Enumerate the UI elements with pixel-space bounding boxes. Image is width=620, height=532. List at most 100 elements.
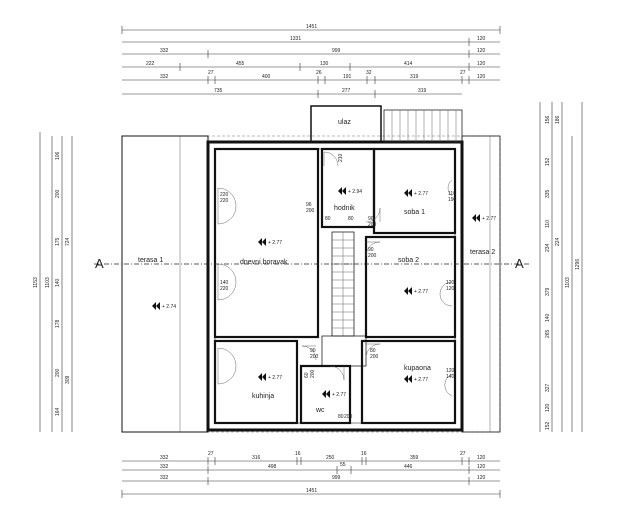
dim-right-2: 152 — [545, 157, 551, 166]
right-dimension-chains: 156 152 335 110 234 379 140 265 327 120 … — [539, 102, 583, 432]
dim-top-r4-a: 222 — [146, 61, 155, 67]
dim-left-5: 178 — [55, 319, 61, 328]
dim-top-total: 1451 — [306, 24, 317, 30]
dim-right-mid-1: 186 — [555, 115, 561, 124]
dim-left-6: 200 — [55, 368, 61, 377]
dim-top-r6-a: 735 — [214, 88, 223, 94]
level-marker-hodnik: + 2.94 — [338, 187, 362, 195]
dim-bot-r3-c: 120 — [477, 475, 486, 481]
room-terasa-2: terasa 2 — [470, 249, 495, 256]
dim-top-r5-g: 319 — [410, 74, 419, 80]
dim-right-3: 335 — [545, 189, 551, 198]
dim-left-4: 140 — [55, 278, 61, 287]
dim-top-r5-a: 332 — [160, 74, 169, 80]
dim-top-r4-e: 120 — [477, 61, 486, 67]
dim-top-r5-e: 191 — [343, 74, 352, 80]
entrance-stairs — [383, 109, 463, 143]
opening-15: 200 — [368, 253, 377, 259]
opening-1: 220 — [220, 192, 229, 198]
svg-text:+ 2.77: + 2.77 — [332, 392, 346, 398]
dim-left-total: 1153 — [33, 277, 39, 288]
dim-bot-r1-f: 16 — [361, 451, 367, 457]
opening-17: 120 — [446, 286, 455, 292]
left-dimension-chains: 1153 1103 106 200 175 140 178 200 164 72… — [33, 132, 73, 432]
dim-bot-total: 1451 — [306, 488, 317, 494]
svg-text:+ 2.77: + 2.77 — [482, 216, 496, 222]
dim-right-7: 140 — [545, 313, 551, 322]
section-mark-right: A — [515, 256, 524, 271]
dim-top-r2-a: 1331 — [290, 36, 301, 42]
level-markers: + 2.77 + 2.94 + 2.77 + 2.77 + 2.74 + 2.7… — [152, 187, 496, 398]
level-marker-dnevni: + 2.77 — [258, 238, 282, 246]
dim-top-r5-c: 400 — [262, 74, 271, 80]
opening-26: 80 — [338, 414, 344, 420]
svg-text:+ 2.77: + 2.77 — [414, 377, 428, 383]
opening-19: 200 — [310, 354, 319, 360]
svg-text:+ 2.77: + 2.77 — [414, 191, 428, 197]
dim-left-mid-1: 724 — [65, 237, 71, 246]
level-marker-soba2: + 2.77 — [404, 287, 428, 295]
dim-right-9: 327 — [545, 383, 551, 392]
opening-13: 190 — [448, 197, 457, 203]
dim-bot-r1-g: 359 — [410, 455, 419, 461]
staircase — [331, 231, 355, 337]
dim-left-3: 175 — [55, 237, 61, 246]
dim-top-r6-c: 319 — [418, 88, 427, 94]
dim-left-outer: 1103 — [45, 277, 51, 288]
dim-top-r5-b: 27 — [208, 70, 214, 76]
dim-right-outer: 1103 — [565, 277, 571, 288]
room-kuhinja: kuhinja — [252, 393, 274, 400]
dim-left-mid-2: 309 — [65, 375, 71, 384]
dim-right-4: 110 — [545, 220, 551, 228]
opening-8: 80 — [325, 216, 331, 222]
dim-top-r4-b: 455 — [236, 61, 245, 67]
room-wc: wc — [315, 407, 325, 414]
room-hodnik: hodnik — [334, 205, 355, 212]
svg-text:+ 2.94: + 2.94 — [348, 189, 362, 195]
svg-text:+ 2.77: + 2.77 — [414, 289, 428, 295]
door-swings — [217, 151, 453, 397]
dim-bot-r1-e: 250 — [326, 455, 335, 461]
level-marker-wc: + 2.77 — [322, 390, 346, 398]
opening-20: 80 — [370, 348, 376, 354]
opening-6: 96 — [306, 202, 312, 208]
dim-bot-r1-d: 16 — [295, 451, 301, 457]
opening-10: 90 — [368, 216, 374, 222]
opening-18: 90 — [310, 348, 316, 354]
level-marker-kupaona: + 2.77 — [404, 375, 428, 383]
building — [94, 105, 530, 433]
dim-bot-r1-b: 27 — [208, 451, 214, 457]
dim-right-8: 265 — [545, 329, 551, 338]
bottom-dimension-chains: 332 27 316 16 250 16 359 27 120 332 498 … — [121, 451, 501, 498]
dim-right-6: 379 — [545, 287, 551, 296]
dim-top-r4-d: 414 — [404, 61, 413, 67]
dim-right-11: 152 — [545, 421, 551, 430]
dim-right-10: 120 — [545, 403, 551, 412]
room-ulaz: ulaz — [338, 119, 351, 126]
dim-top-r4-c: 130 — [320, 61, 329, 67]
opening-5: 210 — [338, 153, 344, 162]
svg-text:+ 2.77: + 2.77 — [268, 375, 282, 381]
top-dimension-chains: 1451 1331 120 332 999 120 222 455 130 41… — [121, 24, 501, 98]
level-marker-terasa1: + 2.74 — [152, 302, 176, 310]
dim-bot-r1-h: 27 — [460, 451, 466, 457]
opening-12: 110 — [448, 191, 456, 197]
svg-text:+ 2.74: + 2.74 — [162, 304, 176, 310]
dim-bot-r2-e: 120 — [477, 464, 486, 470]
room-labels: terasa 1 terasa 2 dnevni boravak hodnik … — [138, 119, 495, 414]
room-soba-2: soba 2 — [398, 257, 419, 264]
opening-11: 200 — [368, 222, 377, 228]
room-dnevni-boravak: dnevni boravak — [240, 259, 288, 266]
dim-top-r5-h: 27 — [460, 70, 466, 76]
opening-24: 120 — [446, 368, 455, 374]
dim-top-r2-b: 120 — [477, 36, 486, 42]
opening-25: 140 — [446, 374, 455, 380]
opening-21: 200 — [370, 354, 379, 360]
svg-text:+ 2.77: + 2.77 — [268, 240, 282, 246]
dim-bot-r1-a: 332 — [160, 455, 169, 461]
dim-top-r3-a: 332 — [160, 48, 169, 54]
opening-2: 220 — [220, 198, 229, 204]
opening-22: 60 — [304, 372, 310, 378]
room-kupaona: kupaona — [404, 365, 431, 372]
opening-7: 200 — [306, 208, 315, 214]
